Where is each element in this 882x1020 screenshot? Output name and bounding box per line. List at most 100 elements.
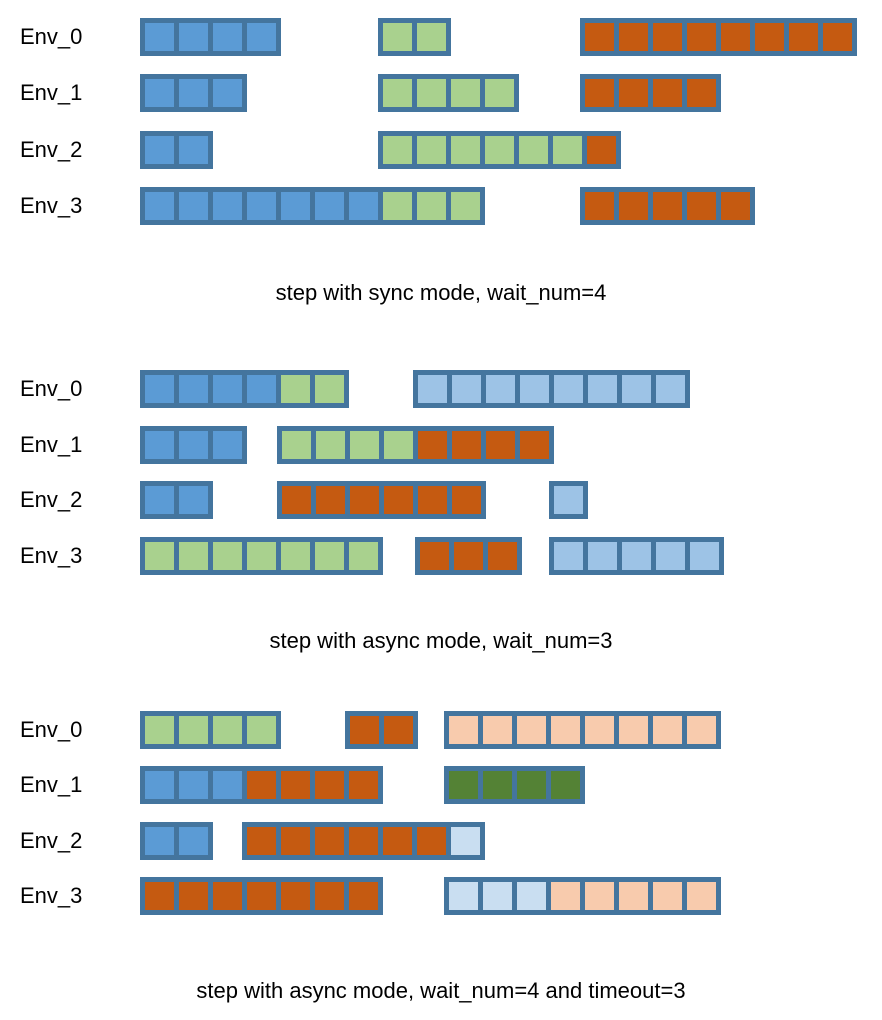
step-cell-orange — [687, 79, 716, 107]
step-cell-green — [179, 716, 208, 744]
step-cell-green — [315, 375, 344, 403]
step-cell-orange — [145, 882, 174, 910]
timeline-bar — [140, 766, 383, 804]
step-cell-orange — [281, 882, 310, 910]
step-cell-orange — [653, 192, 682, 220]
step-cell-green — [179, 542, 208, 570]
panel-caption: step with sync mode, wait_num=4 — [275, 280, 607, 305]
step-cell-peach — [619, 716, 648, 744]
timeline-bar — [580, 18, 857, 56]
timeline-bar — [549, 537, 724, 575]
step-cell-light-blue — [554, 486, 583, 514]
step-cell-green — [145, 716, 174, 744]
timeline-bar — [413, 370, 690, 408]
step-cell-green — [519, 136, 548, 164]
step-cell-peach — [687, 716, 716, 744]
step-cell-green — [383, 192, 412, 220]
step-cell-orange — [687, 23, 716, 51]
step-cell-orange — [349, 827, 378, 855]
step-cell-orange — [247, 771, 276, 799]
step-cell-green — [451, 192, 480, 220]
step-cell-light-blue — [486, 375, 515, 403]
step-cell-blue — [145, 375, 174, 403]
step-cell-dark-green — [483, 771, 512, 799]
env-label: Env_0 — [20, 24, 83, 49]
step-cell-dark-green — [551, 771, 580, 799]
step-cell-blue — [179, 771, 208, 799]
env-label: Env_0 — [20, 376, 83, 401]
step-cell-peach — [449, 716, 478, 744]
env-label: Env_1 — [20, 772, 83, 797]
step-cell-orange — [454, 542, 483, 570]
step-cell-light-blue — [554, 375, 583, 403]
env-label: Env_1 — [20, 80, 83, 105]
step-cell-blue — [179, 486, 208, 514]
step-cell-orange — [585, 192, 614, 220]
env-label: Env_3 — [20, 543, 83, 568]
timeline-bar — [277, 426, 554, 464]
step-cell-blue — [145, 486, 174, 514]
step-cell-orange — [653, 79, 682, 107]
step-cell-orange — [213, 882, 242, 910]
step-cell-orange — [619, 79, 648, 107]
step-cell-orange — [789, 23, 818, 51]
step-cell-blue — [145, 23, 174, 51]
step-cell-blue — [145, 431, 174, 459]
step-cell-orange — [619, 23, 648, 51]
step-cell-peach — [653, 882, 682, 910]
step-cell-green — [485, 136, 514, 164]
timeline-bar — [140, 426, 247, 464]
timeline-bar — [140, 187, 485, 225]
timeline-bar — [580, 187, 755, 225]
step-cell-orange — [281, 771, 310, 799]
timeline-bar — [140, 481, 213, 519]
step-cell-green — [350, 431, 379, 459]
step-cell-orange — [452, 486, 481, 514]
step-cell-peach — [687, 882, 716, 910]
step-cell-orange — [350, 486, 379, 514]
step-cell-blue — [213, 375, 242, 403]
timeline-bar — [549, 481, 588, 519]
step-cell-green — [384, 431, 413, 459]
timeline-bar — [444, 711, 721, 749]
timeline-bar — [415, 537, 522, 575]
step-cell-blue — [247, 23, 276, 51]
step-cell-pale-blue — [483, 882, 512, 910]
step-cell-peach — [653, 716, 682, 744]
step-cell-orange — [418, 431, 447, 459]
step-cell-green — [451, 136, 480, 164]
step-cell-orange — [384, 486, 413, 514]
step-cell-green — [282, 431, 311, 459]
step-cell-green — [247, 716, 276, 744]
step-cell-blue — [179, 79, 208, 107]
step-cell-blue — [145, 79, 174, 107]
step-cell-blue — [179, 192, 208, 220]
step-cell-orange — [350, 716, 379, 744]
step-cell-green — [553, 136, 582, 164]
step-cell-green — [485, 79, 514, 107]
step-cell-blue — [247, 192, 276, 220]
step-cell-light-blue — [690, 542, 719, 570]
step-cell-orange — [349, 882, 378, 910]
step-cell-light-blue — [622, 375, 651, 403]
step-cell-pale-blue — [517, 882, 546, 910]
step-cell-blue — [145, 827, 174, 855]
step-cell-peach — [517, 716, 546, 744]
step-cell-green — [316, 431, 345, 459]
step-cell-light-blue — [622, 542, 651, 570]
env-label: Env_2 — [20, 487, 83, 512]
step-cell-light-blue — [554, 542, 583, 570]
timeline-bar — [140, 537, 383, 575]
step-cell-green — [213, 542, 242, 570]
env-label: Env_2 — [20, 137, 83, 162]
panel-caption: step with async mode, wait_num=3 — [269, 628, 613, 653]
step-cell-blue — [145, 192, 174, 220]
step-cell-peach — [619, 882, 648, 910]
timeline-bar — [140, 822, 213, 860]
step-cell-peach — [551, 882, 580, 910]
timeline-bar — [140, 877, 383, 915]
step-cell-orange — [420, 542, 449, 570]
timeline-bar — [140, 131, 213, 169]
step-cell-orange — [486, 431, 515, 459]
